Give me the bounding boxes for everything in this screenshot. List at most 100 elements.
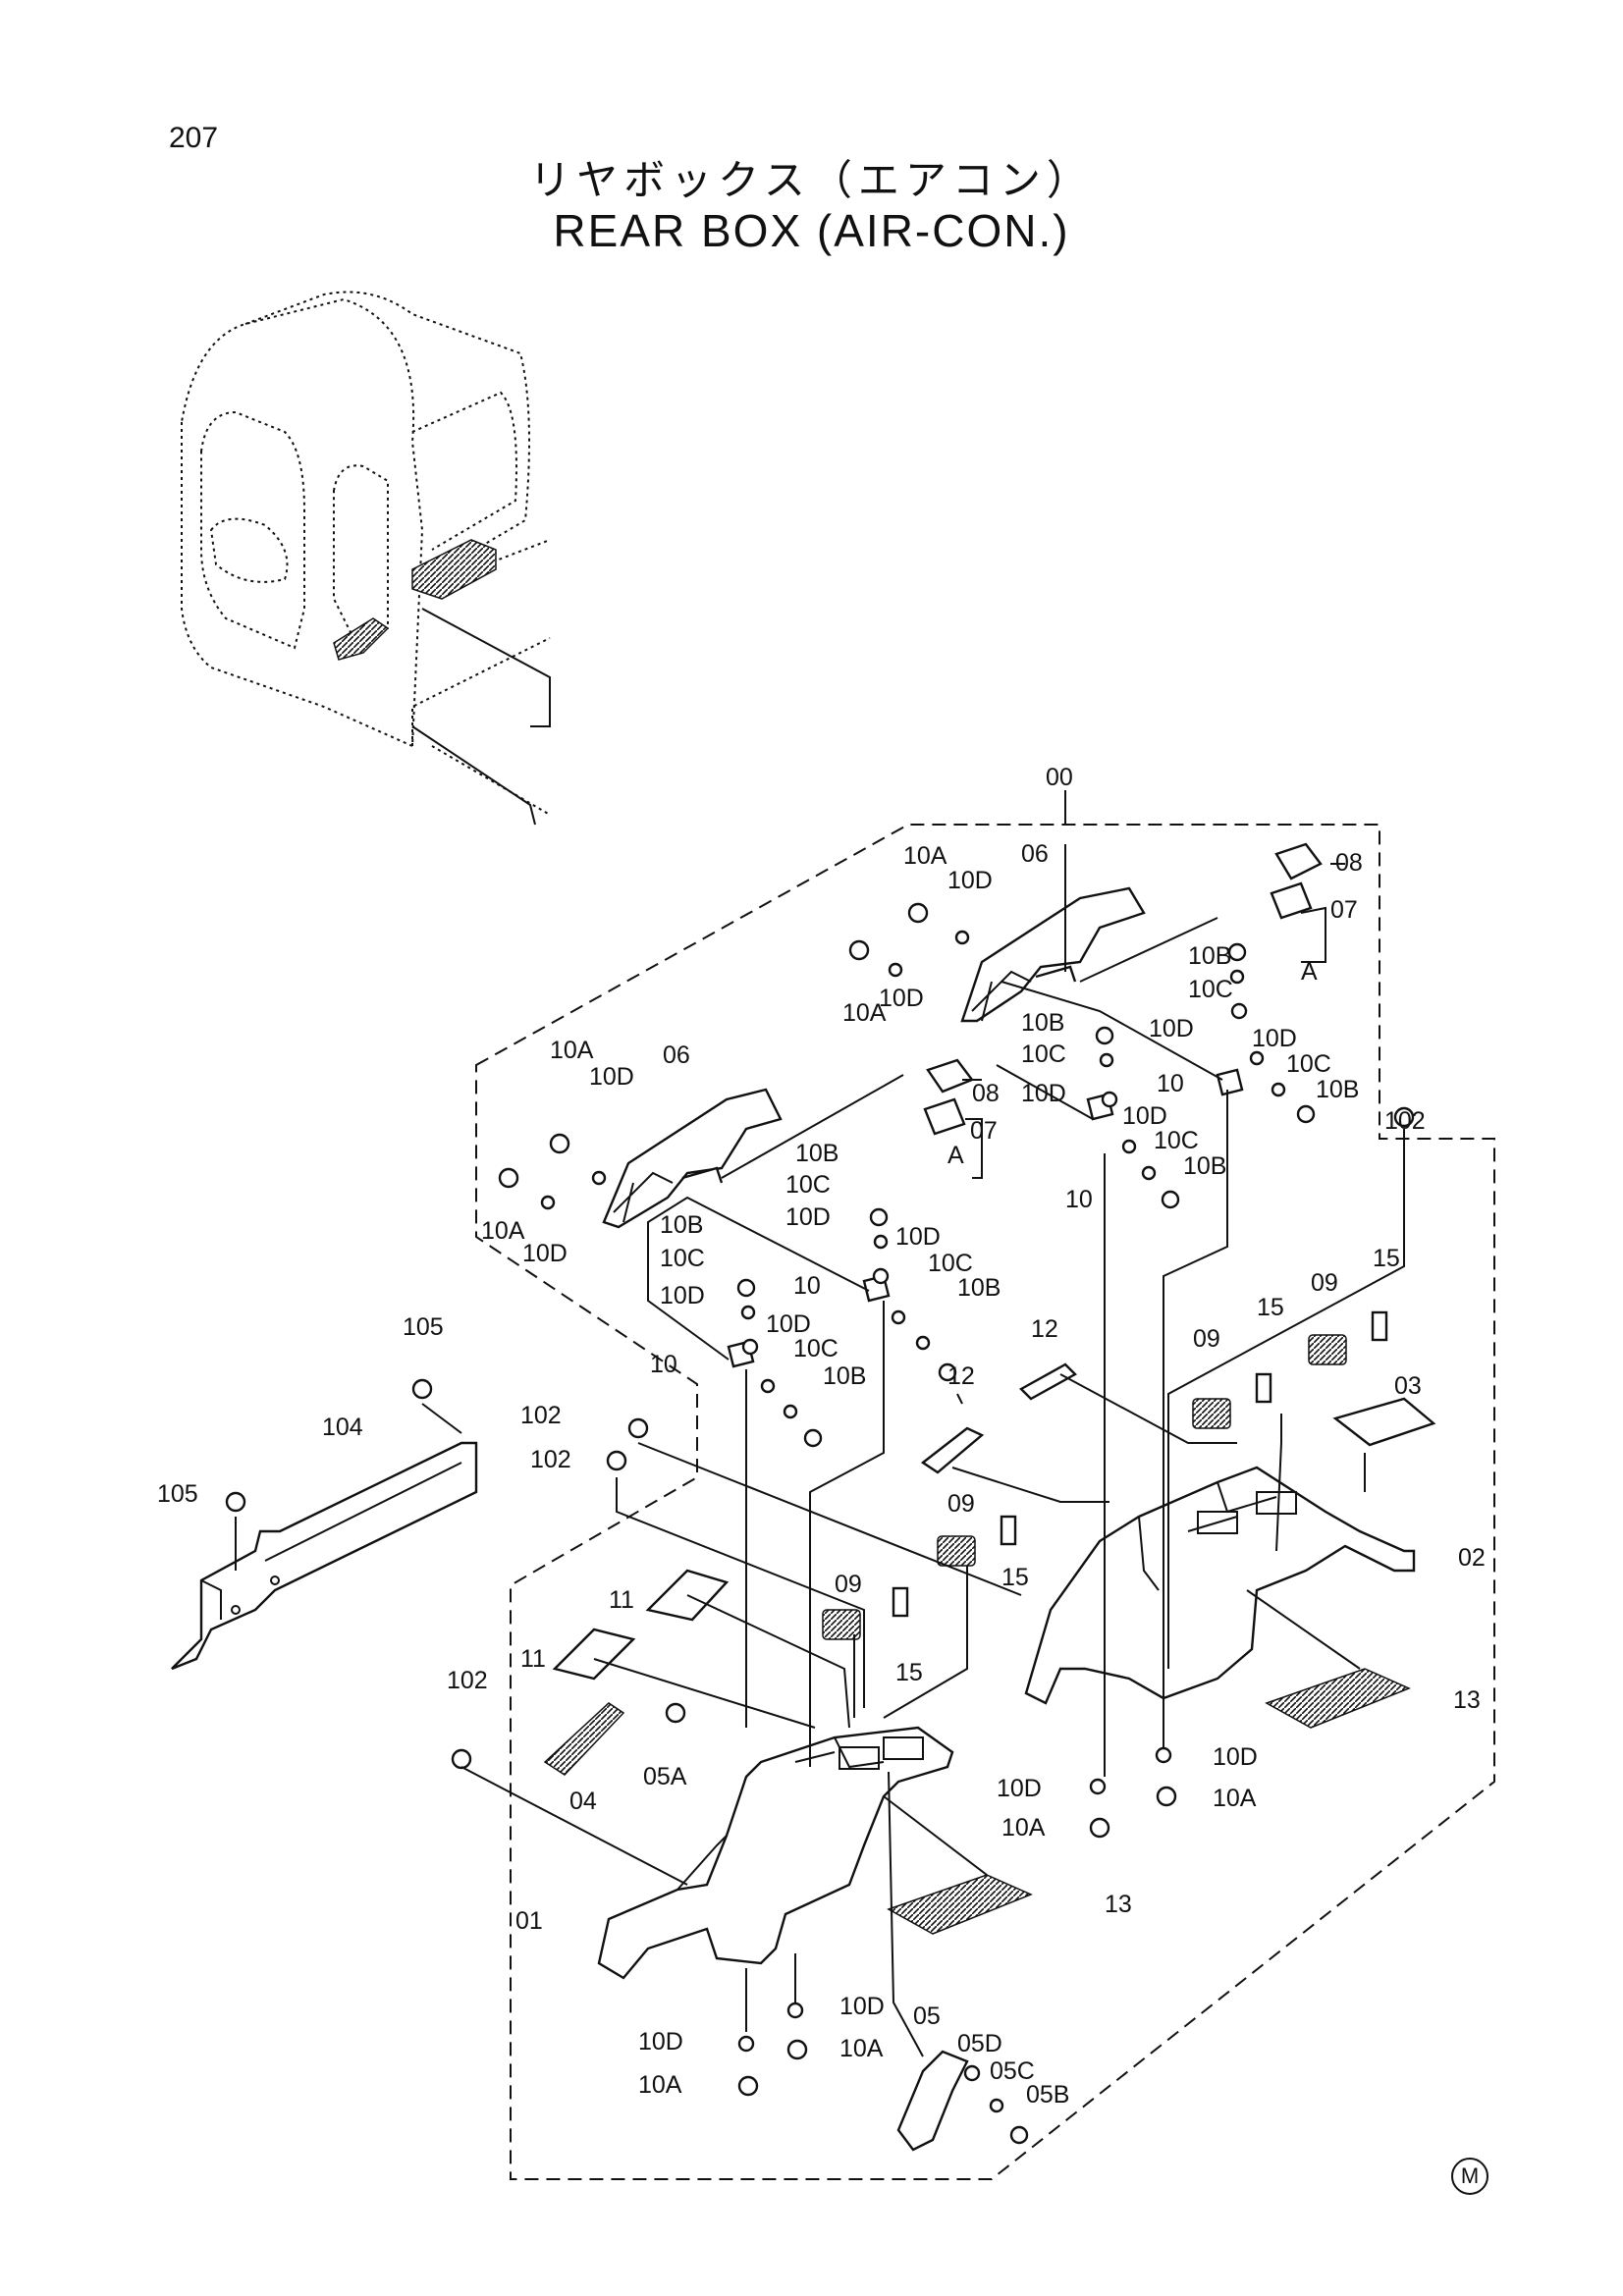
label-10A: 10A [839,2035,884,2062]
label-10C: 10C [1286,1050,1331,1078]
label-07: 07 [1330,896,1358,924]
part-labels: 00 10A 10D 06 08 07 A 10A 10D 10B 10C 10… [157,764,1486,2109]
label-10B: 10B [795,1140,839,1167]
label-102: 102 [520,1402,562,1429]
label-10B: 10B [957,1274,1001,1302]
label-10D: 10D [839,1993,885,2020]
label-08: 08 [972,1080,1000,1107]
label-10: 10 [793,1272,821,1300]
label-10B: 10B [1188,942,1231,970]
label-04: 04 [569,1788,597,1815]
part-104-bracket [171,1441,478,1671]
part-01-rear-box [597,1726,954,1980]
label-06: 06 [1021,840,1049,868]
part-07-08-right [923,842,1323,1136]
label-10D: 10D [638,2028,683,2056]
label-10D: 10D [1021,1080,1066,1107]
label-15: 15 [1257,1294,1284,1321]
label-10D: 10D [895,1223,941,1251]
label-10D: 10D [1213,1743,1258,1771]
label-10C: 10C [793,1335,839,1362]
label-10D: 10D [766,1310,811,1338]
label-10B: 10B [1183,1152,1226,1180]
label-15: 15 [1001,1564,1029,1591]
label-03: 03 [1394,1372,1422,1400]
label-02: 02 [1458,1544,1486,1572]
label-10C: 10C [1021,1041,1066,1068]
label-10D: 10D [1252,1025,1297,1052]
label-15: 15 [895,1659,923,1686]
label-A: A [1301,958,1318,986]
label-10D: 10D [947,867,993,894]
label-10C: 10C [660,1245,705,1272]
label-10: 10 [650,1351,677,1378]
cab-overview-sketch [181,291,551,826]
label-05: 05 [913,2002,941,2030]
part-06-left [602,1088,783,1229]
label-01: 01 [515,1907,543,1935]
label-105: 105 [157,1480,198,1508]
label-10C: 10C [1188,976,1233,1003]
page-number: 207 [169,122,219,154]
label-09: 09 [1193,1325,1220,1353]
label-07: 07 [970,1117,998,1145]
label-10C: 10C [1154,1127,1199,1154]
label-10A: 10A [481,1217,525,1245]
label-11: 11 [609,1586,634,1614]
label-00: 00 [1046,764,1073,791]
label-09: 09 [1311,1269,1338,1297]
label-102: 102 [530,1446,571,1473]
label-05A: 05A [643,1763,687,1790]
label-10D: 10D [785,1203,831,1231]
label-10B: 10B [823,1362,866,1390]
label-10D: 10D [997,1775,1042,1802]
label-10A: 10A [550,1037,594,1064]
label-05D: 05D [957,2030,1002,2057]
label-A: A [947,1142,964,1169]
label-09: 09 [947,1490,975,1518]
label-11: 11 [520,1645,546,1673]
label-10A: 10A [638,2071,682,2099]
part-05-fitting [896,2050,969,2152]
label-105: 105 [403,1313,444,1341]
label-10B: 10B [660,1211,703,1239]
label-10D: 10D [589,1063,634,1091]
label-10: 10 [1065,1186,1093,1213]
label-10A: 10A [903,842,947,870]
label-12: 12 [947,1362,975,1390]
label-10D: 10D [1122,1102,1167,1130]
label-09: 09 [835,1571,862,1598]
label-10B: 10B [1021,1009,1064,1037]
title-japanese: リヤボックス（エアコン） [529,156,1094,204]
label-15: 15 [1373,1245,1400,1272]
label-05C: 05C [990,2057,1035,2085]
vents-and-knobs [543,1310,1436,1776]
label-10A: 10A [842,999,887,1027]
title-english: REAR BOX (AIR-CON.) [553,205,1070,256]
label-12: 12 [1031,1315,1058,1343]
label-10B: 10B [1316,1076,1359,1103]
label-10C: 10C [785,1171,831,1199]
label-10D: 10D [522,1240,568,1267]
label-10D: 10D [660,1282,705,1309]
label-08: 08 [1335,849,1363,877]
part-02-rear-box [1024,1466,1416,1705]
gaskets-13 [887,1668,1411,1935]
part-06-right [960,886,1146,1023]
label-102: 102 [1384,1107,1426,1135]
label-06: 06 [663,1041,690,1069]
label-13: 13 [1105,1891,1132,1918]
label-10A: 10A [1001,1814,1046,1842]
label-05B: 05B [1026,2081,1069,2109]
label-10D: 10D [1149,1015,1194,1042]
leader-lines [235,844,1405,2057]
label-10D: 10D [879,985,924,1012]
label-104: 104 [322,1414,363,1441]
label-10C: 10C [928,1250,973,1277]
label-102: 102 [447,1667,488,1694]
label-13: 13 [1453,1686,1481,1714]
label-10: 10 [1157,1070,1184,1097]
label-10A: 10A [1213,1785,1257,1812]
